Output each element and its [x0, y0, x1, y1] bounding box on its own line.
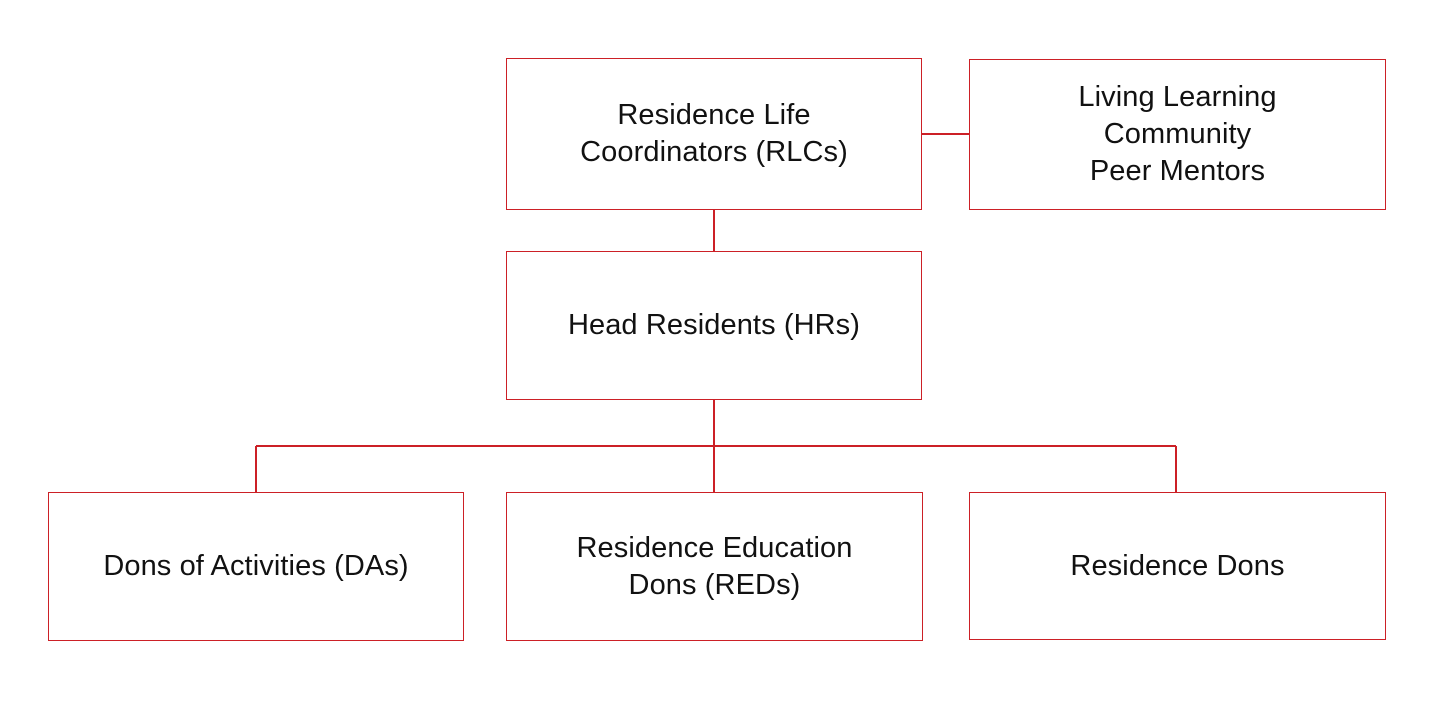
node-living-learning-community-peer-mentors[interactable]: Living Learning Community Peer Mentors — [970, 60, 1385, 209]
node-label-red: Residence Education Dons (REDs) — [576, 531, 853, 601]
node-head-residents[interactable]: Head Residents (HRs) — [507, 252, 921, 399]
node-residence-life-coordinators[interactable]: Residence Life Coordinators (RLCs) — [507, 59, 921, 209]
node-label-hr: Head Residents (HRs) — [567, 309, 861, 342]
node-label-residence-dons: Residence Dons — [1070, 549, 1285, 582]
node-label-da: Dons of Activities (DAs) — [103, 550, 409, 583]
node-label-rlc: Residence Life Coordinators (RLCs) — [580, 99, 848, 168]
node-dons-of-activities[interactable]: Dons of Activities (DAs) — [49, 493, 463, 640]
node-residence-dons[interactable]: Residence Dons — [970, 493, 1385, 639]
node-label-llc: Living Learning Community Peer Mentors — [1078, 81, 1277, 187]
node-residence-education-dons[interactable]: Residence Education Dons (REDs) — [507, 493, 922, 640]
